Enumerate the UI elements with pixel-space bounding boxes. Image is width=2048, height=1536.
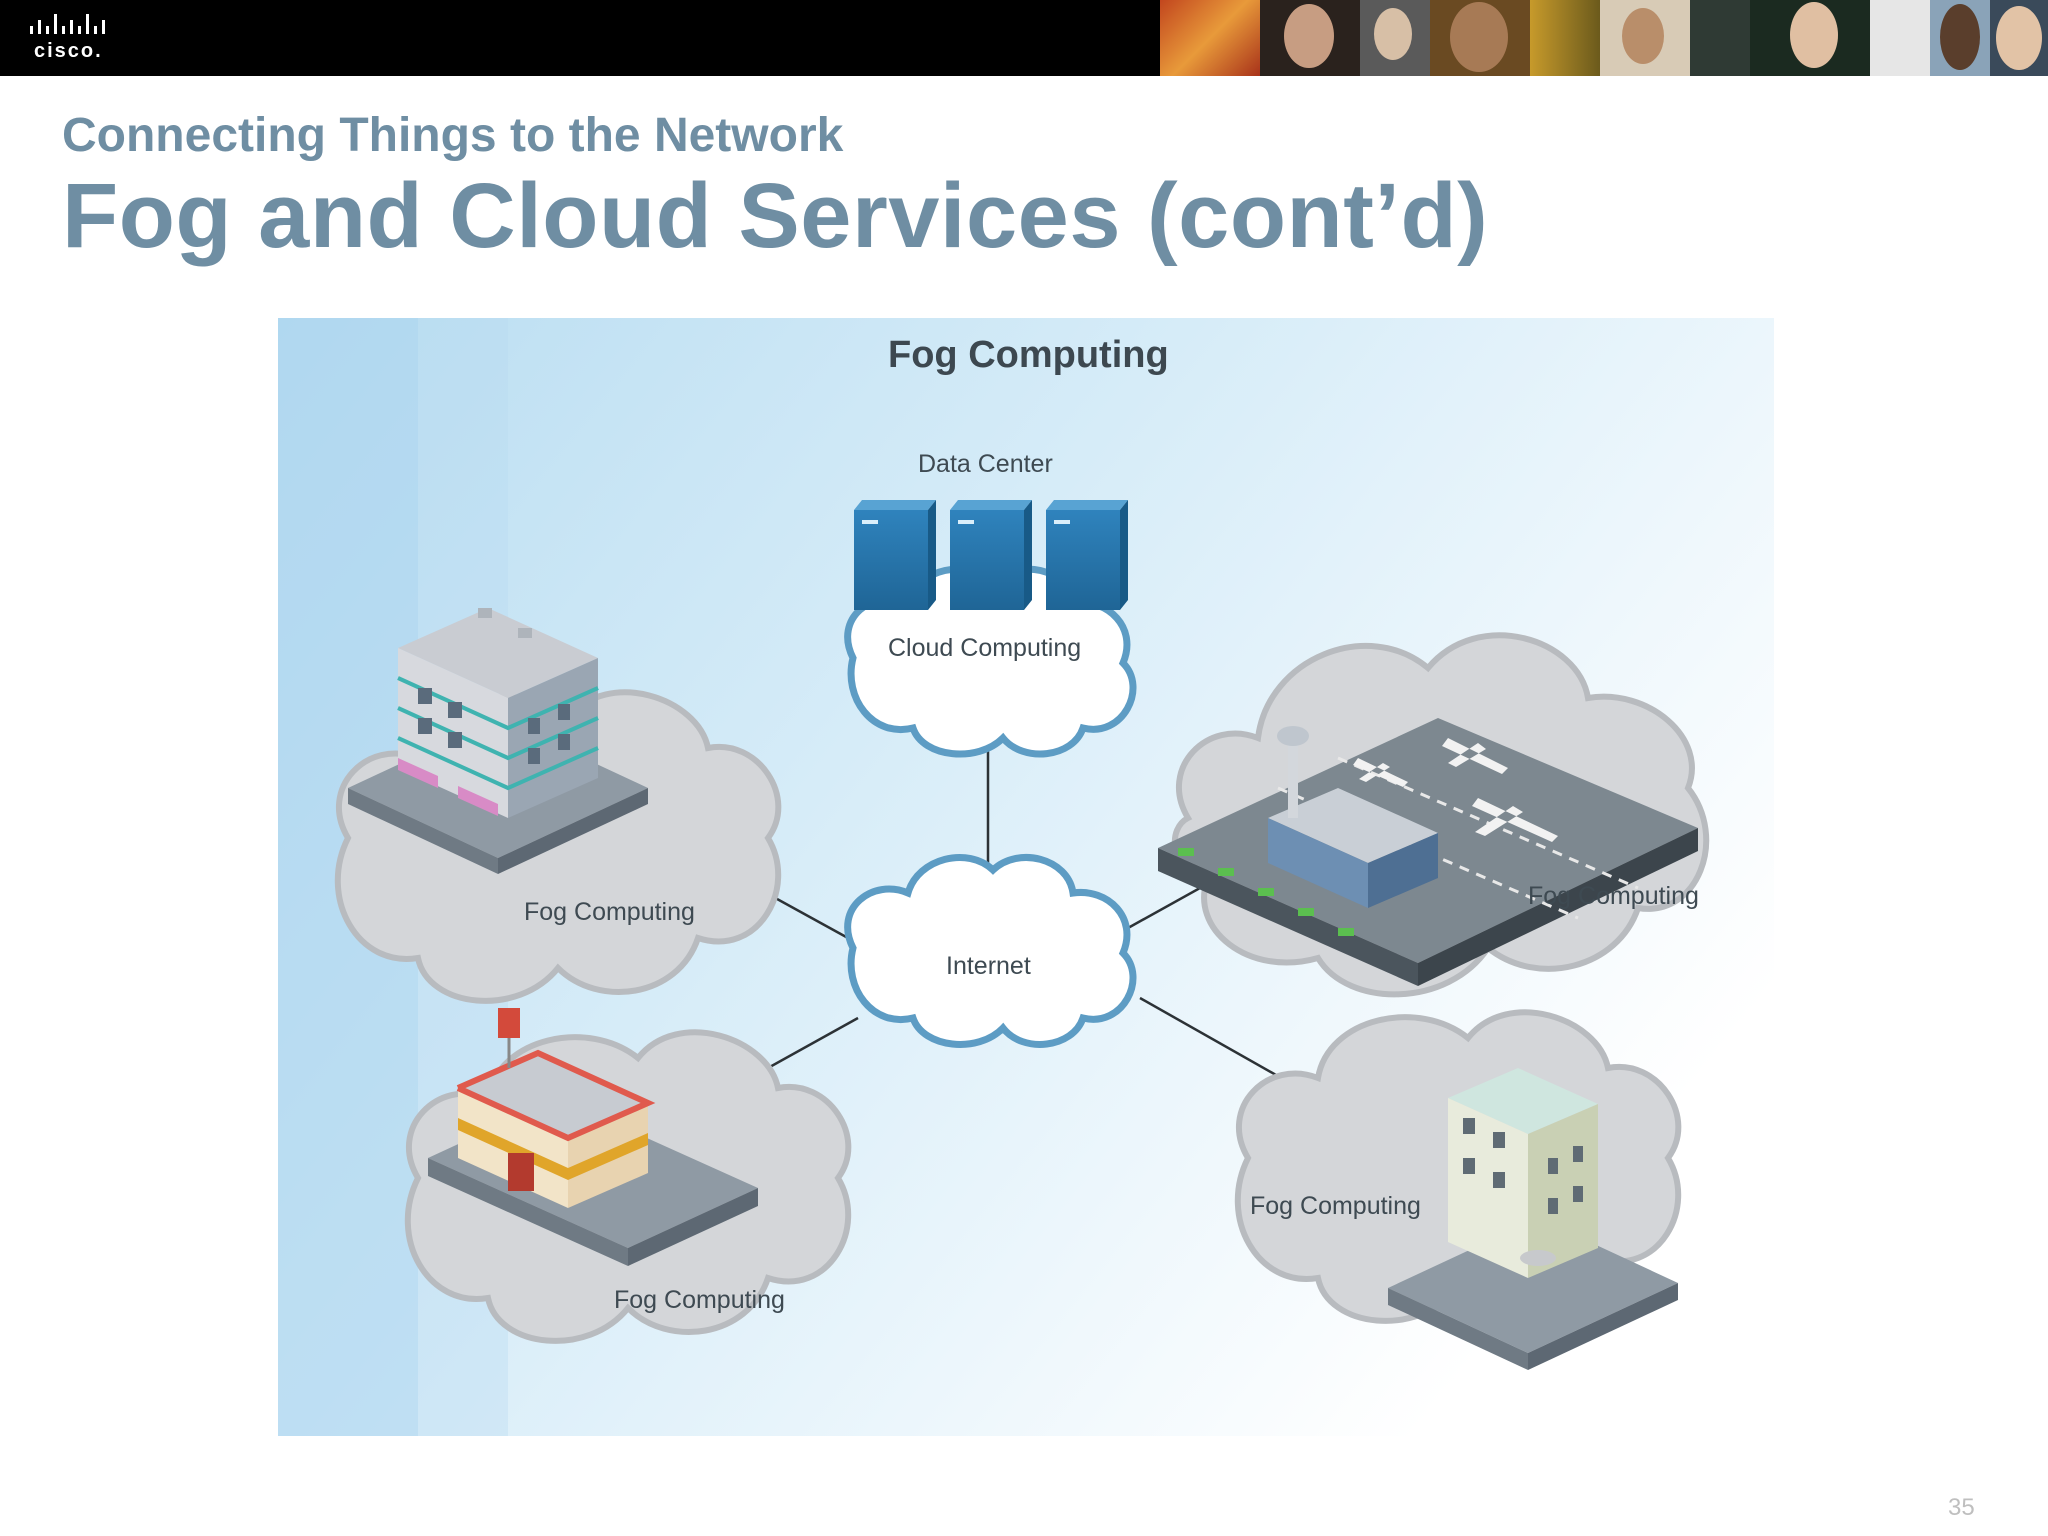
fog-label-restaurant: Fog Computing [614,1286,785,1314]
photo-pattern [1160,0,1260,76]
server-icon [950,500,1032,610]
photo-person [1990,0,2048,76]
fog-label-building: Fog Computing [524,898,695,926]
hotel-icon [1388,1068,1678,1370]
photo-person [1600,0,1690,76]
airport-icon [1158,718,1698,986]
top-banner: cisco. [0,0,2048,76]
cisco-logo-icon [30,14,105,34]
cloud-computing-label: Cloud Computing [888,634,1082,662]
photo-pattern [1870,0,1930,76]
photo-person [1430,0,1530,76]
photo-person [1930,0,1990,76]
page-number: 35 [1948,1494,1975,1521]
photo-pattern [1530,0,1600,76]
photo-person [1750,0,1870,76]
banner-photo-strip [1160,0,2048,76]
fog-computing-diagram: Fog Computing Data Center Cloud Computin… [278,318,1774,1436]
internet-cloud [844,854,1137,1048]
slide-title: Fog and Cloud Services (cont’d) [62,165,1489,267]
servers [854,500,1128,610]
photo-chalkboard [1690,0,1750,76]
data-center-label: Data Center [918,450,1053,478]
photo-person [1360,0,1430,76]
server-icon [1046,500,1128,610]
fog-label-hotel: Fog Computing [1250,1192,1421,1220]
fog-label-airport: Fog Computing [1528,882,1699,910]
server-icon [854,500,936,610]
internet-label: Internet [946,952,1031,980]
office-building-icon [348,608,648,874]
slide-subtitle: Connecting Things to the Network [62,109,844,162]
restaurant-icon [428,1008,758,1266]
blue-clouds [844,565,1137,1048]
photo-person [1260,0,1360,76]
diagram-title: Fog Computing [888,334,1169,376]
logo-text: cisco. [34,40,103,62]
diagram-graphic [278,318,1774,1436]
airplanes [1353,738,1558,842]
